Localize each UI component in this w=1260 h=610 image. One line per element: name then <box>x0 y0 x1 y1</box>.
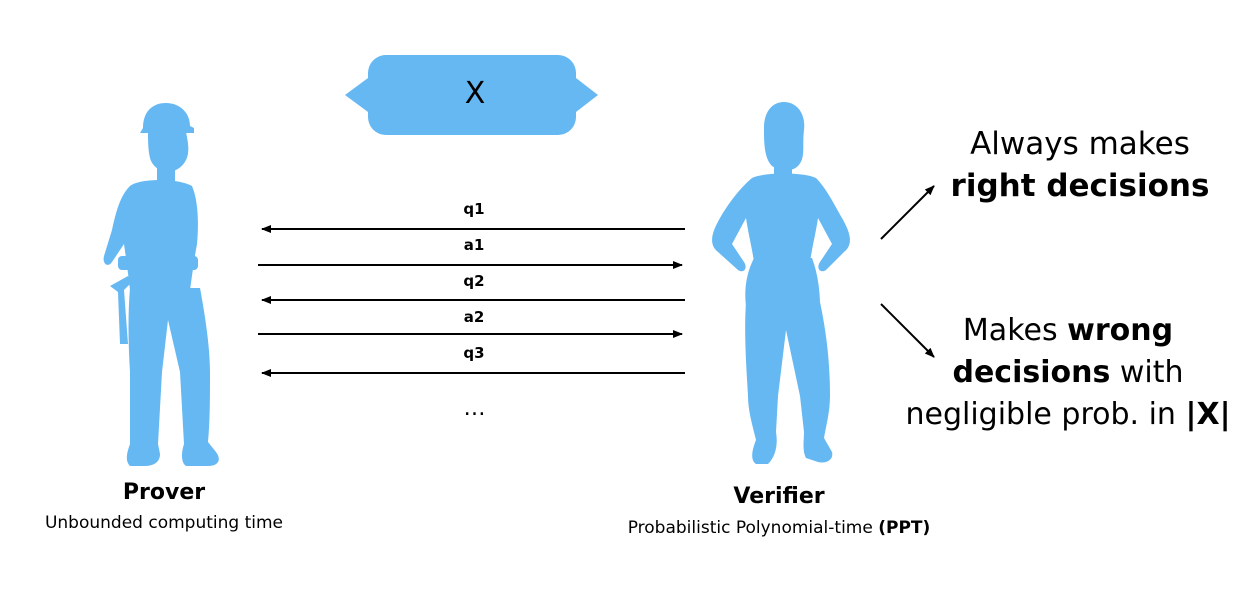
arrow-wrong-decisions <box>880 303 935 358</box>
statement-label: X <box>464 76 486 111</box>
prover-figure <box>103 103 219 466</box>
statement-banner <box>345 55 598 135</box>
outcome-wrong: Makes wrong decisions with negligible pr… <box>888 310 1248 436</box>
message-label-q2: q2 <box>463 272 485 290</box>
verifier-name: Verifier <box>733 484 825 509</box>
outcome-wrong-line2-plain: with <box>1110 355 1184 390</box>
outcome-wrong-line3-plain: negligible prob. in <box>905 397 1186 432</box>
verifier-description-bold: (PPT) <box>878 518 931 538</box>
outcome-arrows <box>880 185 935 358</box>
outcome-wrong-line1-bold: wrong <box>1067 313 1174 348</box>
verifier-description-plain: Probabilistic Polynomial-time <box>627 518 879 538</box>
outcome-right-line1: Always makes <box>970 126 1190 162</box>
outcome-wrong-line1-plain: Makes <box>962 313 1068 348</box>
outcome-right-line2: right decisions <box>950 168 1210 204</box>
message-label-a1: a1 <box>463 236 485 254</box>
message-label-q3: q3 <box>463 344 485 362</box>
message-label-q1: q1 <box>463 200 485 218</box>
prover-description: Unbounded computing time <box>44 513 284 533</box>
outcome-wrong-line3-bold: |X| <box>1185 397 1231 432</box>
outcome-right: Always makes right decisions <box>930 123 1230 207</box>
arrow-right-decisions <box>880 185 935 240</box>
verifier-description: Probabilistic Polynomial-time (PPT) <box>590 518 968 538</box>
message-label-a2: a2 <box>463 308 485 326</box>
message-arrows <box>258 225 685 377</box>
verifier-figure <box>712 102 850 464</box>
prover-name: Prover <box>122 480 206 505</box>
more-messages-ellipsis: … <box>463 396 487 421</box>
outcome-wrong-line2-bold: decisions <box>952 355 1111 390</box>
